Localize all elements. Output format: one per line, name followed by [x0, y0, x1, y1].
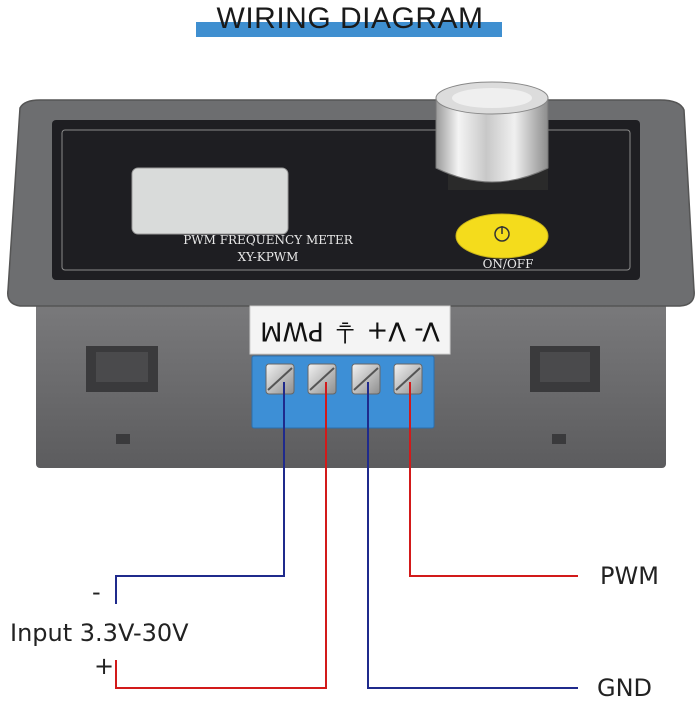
wire-gnd: [367, 382, 578, 689]
terminal-screw-3[interactable]: [351, 363, 381, 395]
meter-device: PWM FREQUENCY METER XY-KPWM ON/OFF: [7, 81, 695, 468]
input-plus-label: +: [94, 652, 115, 680]
terminal-label-sticker: [249, 305, 451, 355]
pwm-output-label: PWM: [600, 562, 659, 590]
terminal-screw-2[interactable]: [307, 363, 337, 395]
power-button-label: ON/OFF: [483, 257, 534, 271]
wire-input-positive: [115, 382, 327, 689]
faceplate-border: [61, 129, 631, 271]
wire-pwm: [409, 382, 578, 577]
right-mount-clip: [530, 346, 600, 444]
gnd-label: GND: [597, 674, 653, 702]
rotary-knob[interactable]: [435, 81, 549, 190]
title-banner: WIRING DIAGRAM: [0, 0, 700, 42]
lcd-screen: [131, 167, 289, 235]
left-mount-clip: [86, 346, 158, 444]
panel-text-line2: XY-KPWM: [238, 250, 299, 264]
terminal-label-text: V- V+ ⏚ PWM: [260, 316, 440, 346]
power-button[interactable]: [455, 213, 549, 259]
input-minus-label: -: [92, 578, 101, 606]
wires: [115, 382, 578, 689]
terminal-screw-4[interactable]: [393, 363, 423, 395]
terminal-screw-1[interactable]: [265, 363, 295, 395]
title-underline-bar: [196, 22, 502, 37]
input-voltage-label: Input 3.3V-30V: [10, 619, 189, 647]
terminal-block: [251, 355, 435, 429]
diagram-title: WIRING DIAGRAM: [216, 2, 484, 35]
wire-input-negative: [115, 382, 285, 604]
panel-text-line1: PWM FREQUENCY METER: [183, 233, 354, 247]
